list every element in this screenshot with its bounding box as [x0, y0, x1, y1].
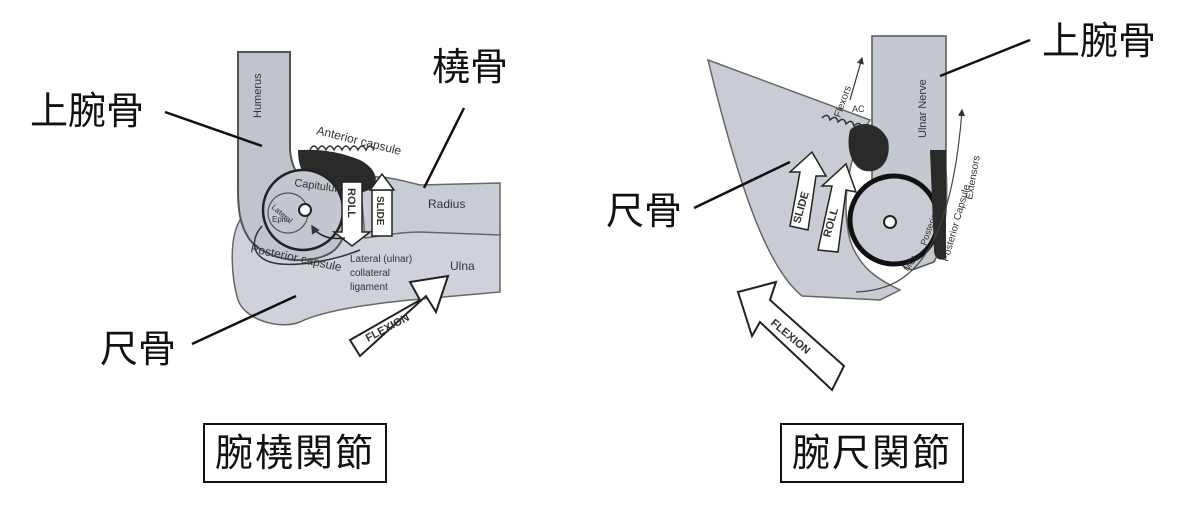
title-humeroradial: 腕橈関節 [203, 423, 388, 483]
left-posterior-capsule [253, 225, 361, 266]
label-ulna: Ulna [450, 259, 475, 273]
leader-humerus-right [939, 38, 1031, 78]
left-slide-arrowhead [368, 172, 396, 191]
label-lateral-epic-2: Epic. [272, 215, 290, 224]
callout-ulna-right: 尺骨 [606, 189, 682, 233]
right-posterior-capsule-line [855, 108, 966, 293]
right-flexors-arrow [849, 56, 864, 101]
right-roll-arrow [817, 162, 858, 253]
label-radius: Radius [428, 197, 465, 211]
right-posterior-space [930, 150, 946, 260]
right-axis-dot [883, 215, 897, 229]
leader-radius-left [422, 107, 466, 189]
right-anterior-fossa [848, 124, 889, 172]
left-anterior-capsule-curl [309, 145, 375, 152]
left-flexion-arrow [348, 274, 450, 358]
callout-radius-left: 橈骨 [432, 45, 508, 89]
label-ulnar-nerve: Ulnar Nerve [917, 79, 929, 138]
label-lcl-3: ligament [350, 282, 388, 293]
label-lcl-2: collateral [350, 268, 390, 279]
left-roll-arrow [331, 181, 373, 247]
label-ac: AC [852, 104, 865, 114]
callout-humerus-left: 上腕骨 [30, 89, 144, 133]
right-flexion-arrow [736, 280, 846, 392]
title-humeroulnar: 腕尺関節 [780, 423, 965, 483]
leader-ulna-left [191, 294, 297, 346]
humeroradial-diagram: Humerus Anterior capsule Capitulum Later… [30, 45, 508, 371]
label-extensors: Extensors [964, 155, 983, 201]
label-lcl-1: Lateral (ulnar) [350, 254, 412, 265]
label-slide: SLIDE [374, 196, 385, 226]
callout-ulna-left: 尺骨 [100, 327, 176, 371]
callout-humerus-right: 上腕骨 [1042, 19, 1156, 63]
label-humerus: Humerus [252, 73, 264, 118]
right-flexors-curl [821, 114, 871, 131]
leader-ulna-right [693, 160, 791, 210]
humeroulnar-diagram: Ulnar Nerve Flexors AC SLIDE ROLL MCL Po… [606, 19, 1156, 392]
left-axis-dot [298, 203, 312, 217]
label-roll: ROLL [345, 188, 357, 218]
right-slide-arrow [788, 150, 828, 231]
left-capitulum-arrow [311, 224, 346, 240]
leader-humerus-left [164, 110, 263, 148]
